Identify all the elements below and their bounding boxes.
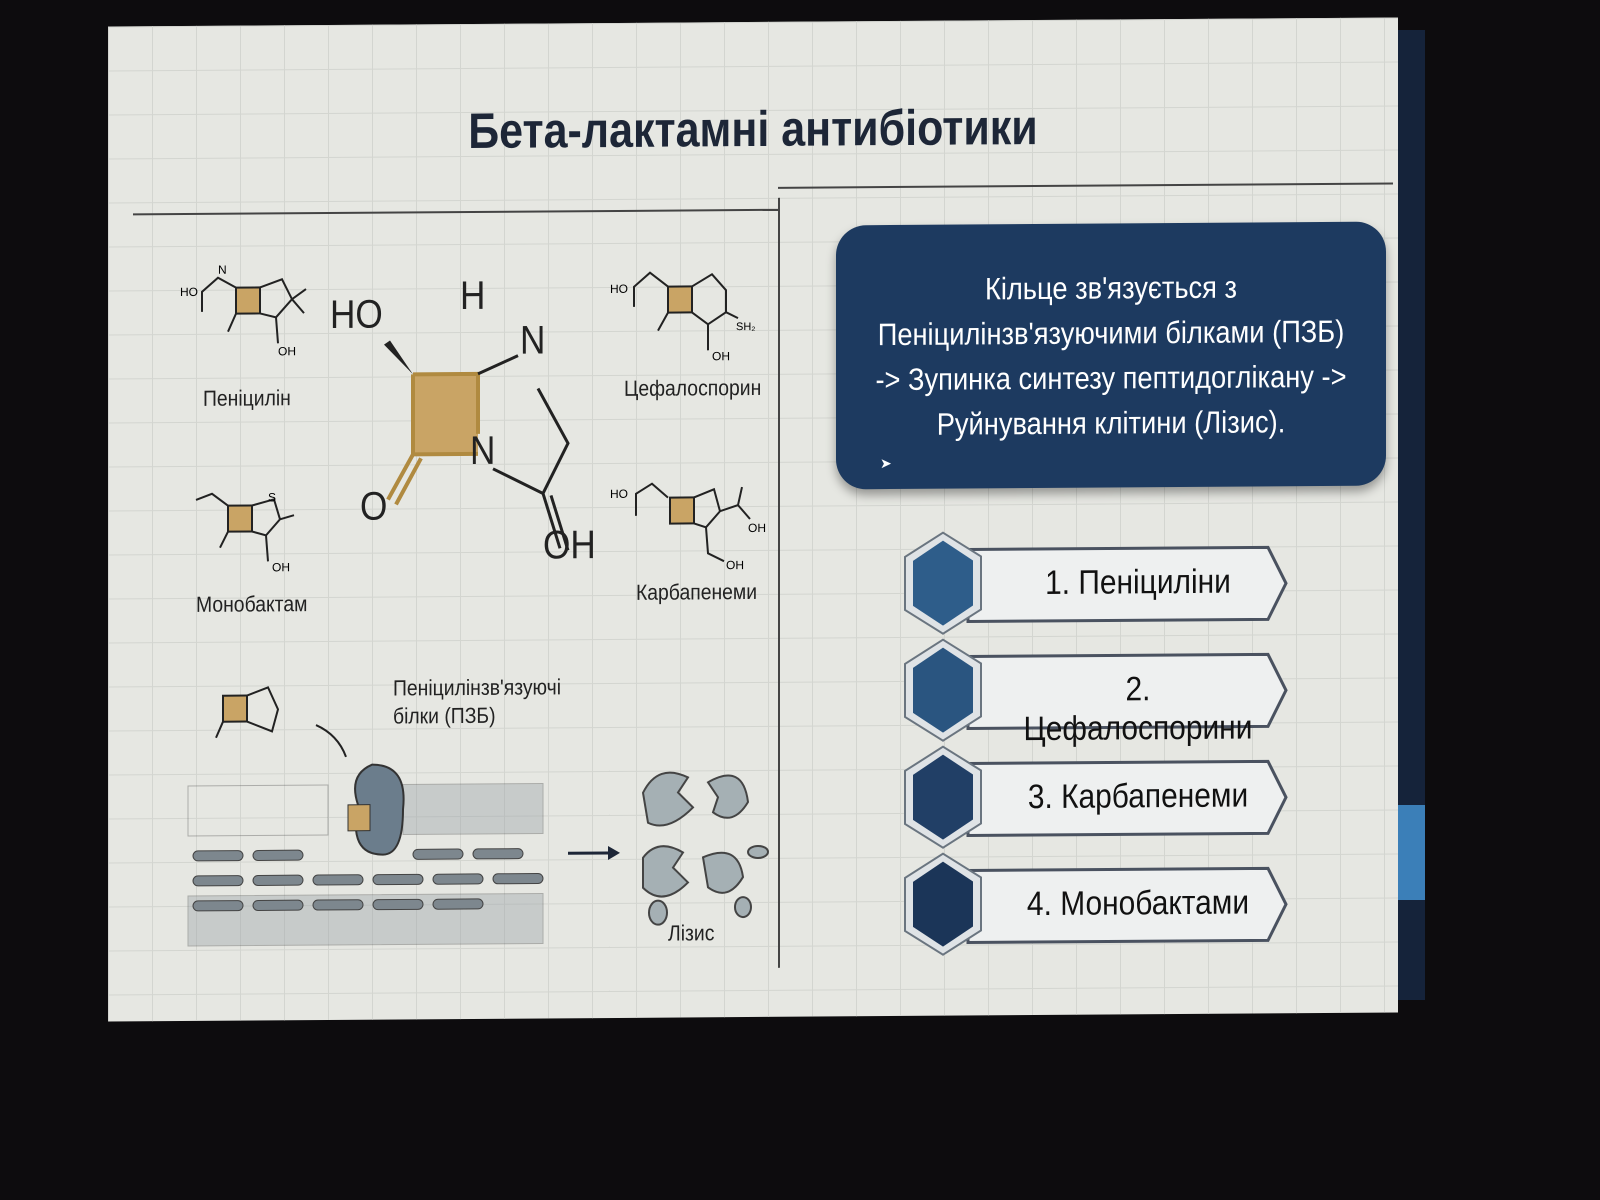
hexagon-icon [904,745,982,849]
carbapenems-label: Карбапенеми [636,578,758,605]
carbapenem-structure: HO OH OH [610,482,766,572]
mechanism-info-box: Кільце зв'язується з Пеніцилінзв'язуючим… [836,221,1386,490]
mechanism-diagram [187,686,769,947]
mouse-cursor-icon: ➤ [880,455,892,472]
cephalosporin-structure: HO SH₂ OH [610,271,756,363]
svg-text:OH: OH [272,560,290,574]
monobactam-label: Монобактам [196,591,308,617]
antibiotic-class-item: 2. Цефалоспорини [903,635,1303,748]
beta-lactam-core-structure [384,340,570,551]
pbp-label-line2: білки (ПЗБ) [393,702,496,729]
cephalosporin-label: Цефалоспорин [624,374,762,401]
slide-title: Бета-лактамні антибіотики [468,99,1038,159]
svg-text:OH: OH [748,521,766,535]
hexagon-icon [904,852,982,956]
svg-text:OH: OH [726,558,744,572]
penicillin-label: Пеніцилін [203,385,291,411]
svg-text:OH: OH [712,349,730,363]
atom-h: H [460,273,486,319]
antibiotic-class-label: 4. Монобактами [1026,883,1250,924]
svg-text:SH₂: SH₂ [736,321,756,333]
lysis-label: Лізис [668,920,715,946]
svg-text:OH: OH [278,344,296,358]
antibiotic-class-item: 3. Карбапенеми [903,742,1303,852]
svg-text:N: N [218,263,227,277]
antibiotic-class-label: 2. Цефалоспорини [1023,670,1253,749]
svg-text:HO: HO [610,487,628,501]
atom-ho: HO [330,292,383,337]
antibiotic-class-label: 3. Карбапенеми [1027,776,1249,817]
hexagon-icon [904,638,982,742]
atom-n: N [520,318,546,363]
info-line: -> Зупинка синтезу пептидоглікану -> [875,358,1347,398]
antibiotic-class-item: 1. Пеніциліни [903,528,1303,638]
pbp-label: Пеніцилінзв'язуючі білки (ПЗБ) [393,673,561,730]
atom-o: O [360,484,388,529]
antibiotic-class-item: 4. Монобактами [903,849,1303,959]
atom-oh: OH [543,523,596,568]
antibiotic-classes-list: 1. Пеніциліни 2. Цефалоспорини 3. Карбапен… [903,528,1303,959]
svg-text:S: S [268,490,276,504]
svg-text:HO: HO [610,282,628,296]
divider [778,197,780,968]
atom-n: N [470,428,496,473]
monobactam-structure: S OH [195,490,295,574]
info-line: Пеніцилінзв'язуючими білками (ПЗБ) [877,313,1345,353]
monitor-edge-highlight [1395,805,1425,900]
antibiotic-class-label: 1. Пеніциліни [1045,562,1231,602]
pbp-label-line1: Пеніцилінзв'язуючі [393,674,562,701]
penicillin-structure: HO N OH [180,263,307,358]
info-line: Руйнування клітини (Лізис). [936,404,1286,442]
divider [133,208,778,216]
hexagon-icon [904,531,982,635]
info-line: Кільце зв'язується з [984,269,1238,307]
divider [778,182,1393,189]
svg-text:HO: HO [180,285,198,299]
